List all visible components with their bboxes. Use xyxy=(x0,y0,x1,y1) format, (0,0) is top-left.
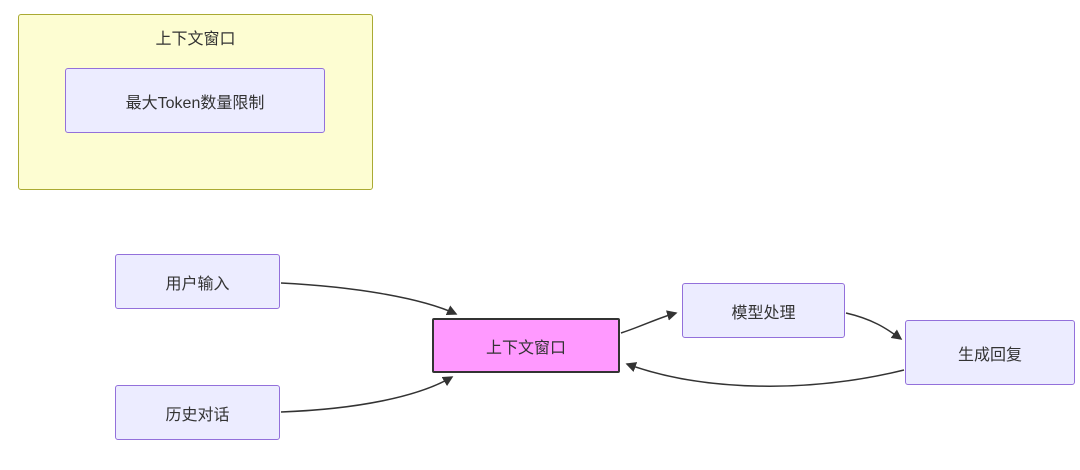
edge-generate-reply-to-context-window xyxy=(625,362,905,387)
node-model-processing: 模型处理 xyxy=(682,283,845,338)
edge-model-processing-to-generate-reply xyxy=(845,312,903,340)
node-max-token-limit: 最大Token数量限制 xyxy=(65,68,325,133)
edge-context-window-to-model-processing xyxy=(620,310,678,334)
node-user-input: 用户输入 xyxy=(115,254,280,309)
node-history-dialog: 历史对话 xyxy=(115,385,280,440)
subgraph-title: 上下文窗口 xyxy=(155,31,236,48)
edge-history-dialog-to-context-window xyxy=(280,376,454,413)
node-generate-reply: 生成回复 xyxy=(905,320,1075,385)
edge-user-input-to-context-window xyxy=(280,282,458,315)
node-context-window: 上下文窗口 xyxy=(432,318,620,373)
